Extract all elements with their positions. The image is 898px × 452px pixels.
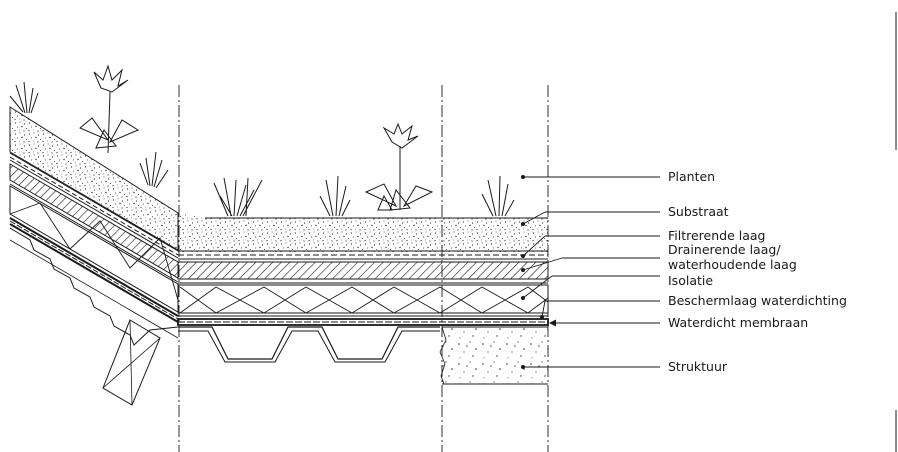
label-planten: Planten [668, 169, 715, 184]
sloped-roof-section [9, 106, 179, 406]
label-waterdicht-membraan: Waterdicht membraan [668, 315, 808, 330]
plants-flat [213, 122, 515, 217]
label-drainerende-laag-line1: Drainerende laag/ [668, 242, 781, 257]
leader-lines [522, 176, 660, 368]
label-drainerende-laag-line2: waterhoudende laag [668, 257, 797, 272]
label-isolatie: Isolatie [668, 273, 713, 288]
label-substraat: Substraat [668, 204, 729, 219]
plants-slope [9, 64, 169, 189]
flat-roof-section [177, 213, 549, 385]
label-struktuur: Struktuur [668, 359, 728, 374]
label-beschermlaag: Beschermlaag waterdichting [668, 293, 847, 308]
label-filtrerende-laag: Filtrerende laag [668, 228, 766, 243]
layer-labels: Planten Substraat Filtrerende laag Drain… [668, 169, 847, 374]
leader-dots [521, 175, 556, 369]
grid-lines [178, 85, 549, 452]
